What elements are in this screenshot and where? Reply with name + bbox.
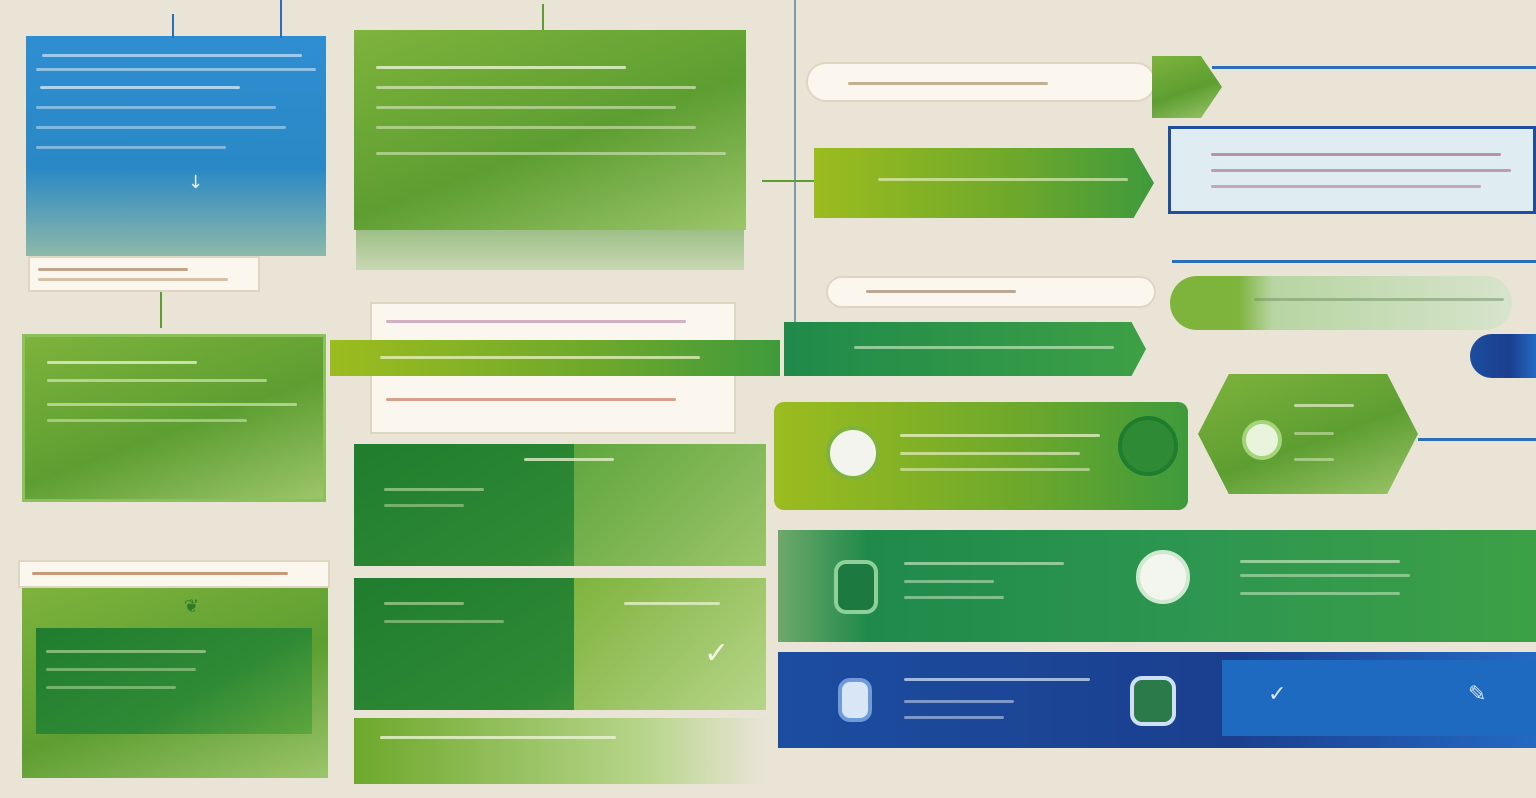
right-top-pill — [806, 62, 1156, 102]
right-pill-2 — [826, 276, 1156, 308]
right-teal-band — [778, 530, 1536, 642]
right-hexagon — [1198, 374, 1418, 494]
top-left-blue-box: ↓ — [26, 36, 326, 256]
shield-icon — [1242, 420, 1282, 460]
center-lime-band — [330, 340, 780, 376]
leaf-icon: ❦ — [184, 596, 200, 617]
center-mid-split-box — [354, 444, 766, 566]
shield-icon — [1130, 676, 1176, 726]
check-icon: ✓ — [704, 636, 730, 671]
right-lime-large-band — [774, 402, 1188, 510]
top-center-fade — [356, 230, 744, 270]
right-navy-tab — [1470, 334, 1536, 378]
leaf-icon — [1136, 550, 1190, 604]
pencil-icon: ✎ — [1468, 682, 1487, 707]
droplet-icon — [834, 560, 878, 614]
right-green-pill-2 — [1170, 276, 1512, 330]
bottom-left-outer-box: ❦ — [22, 588, 328, 778]
clock-icon — [1118, 416, 1178, 476]
connector — [172, 14, 174, 38]
arrow-icon: ↓ — [188, 172, 204, 193]
connector — [1212, 66, 1536, 69]
top-center-green-box — [354, 30, 746, 230]
center-bottom-split-box: ✓ — [354, 578, 766, 710]
right-green-band — [784, 322, 1146, 376]
connector — [1172, 260, 1536, 263]
connector — [160, 292, 162, 328]
right-navy-band: ✓ ✎ — [778, 652, 1536, 748]
connector — [280, 0, 282, 38]
left-green-box — [22, 334, 326, 502]
leaf-icon — [826, 426, 880, 480]
check-icon: ✓ — [1268, 682, 1287, 707]
top-left-label-strip — [28, 256, 260, 292]
bottom-left-dark-box — [36, 628, 312, 734]
bottom-left-label-strip — [18, 560, 330, 588]
connector — [542, 4, 544, 32]
connector — [762, 180, 814, 182]
center-footer-band — [354, 718, 766, 784]
right-lightblue-box — [1168, 126, 1536, 214]
connector — [1418, 438, 1536, 441]
right-lime-band — [814, 148, 1154, 218]
droplet-icon — [838, 678, 872, 722]
connector — [794, 0, 796, 330]
